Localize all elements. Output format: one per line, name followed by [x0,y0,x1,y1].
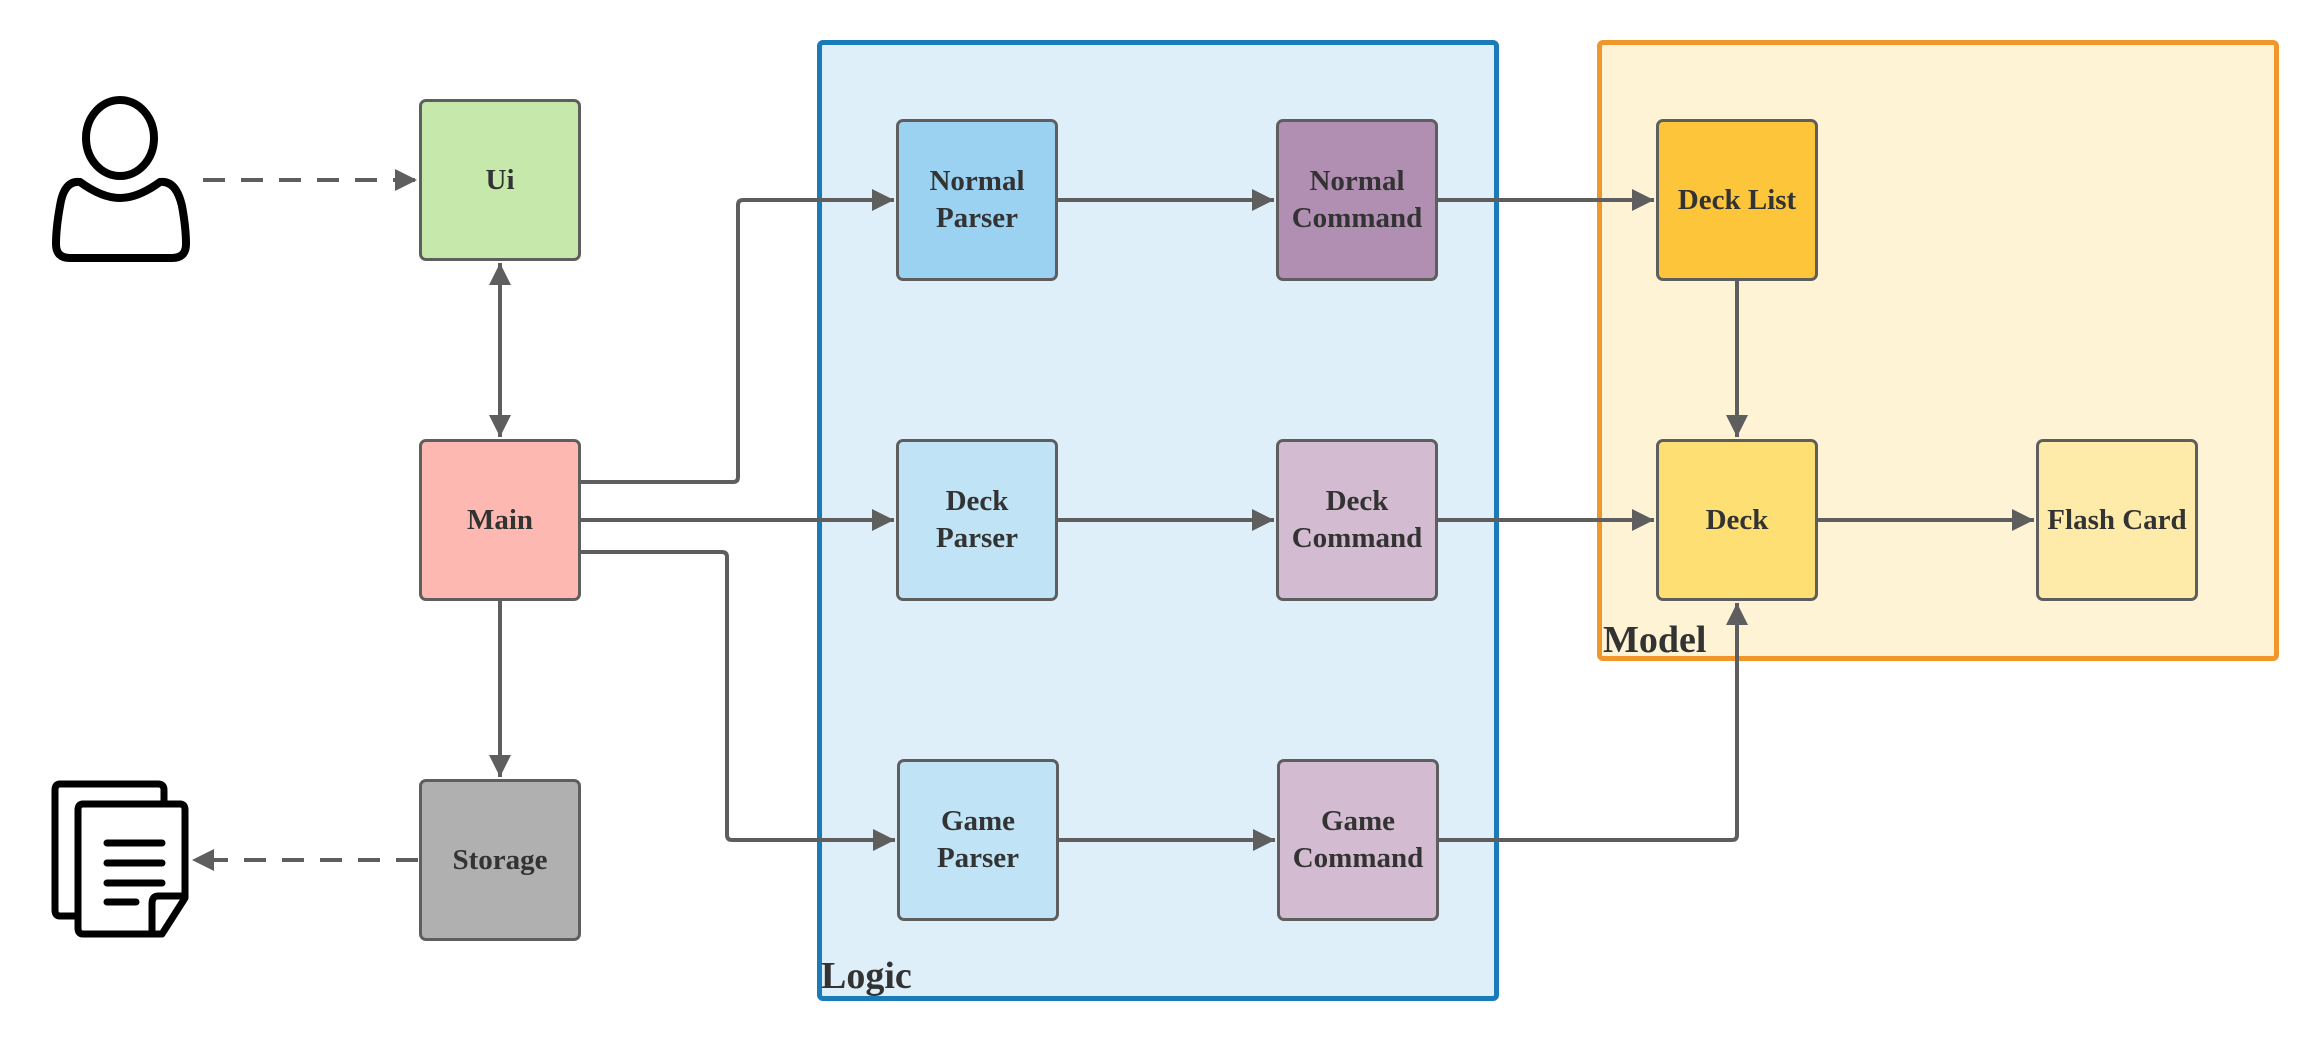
node-ui-label: Ui [485,163,515,196]
node-deck-parser[interactable]: Deck Parser [896,439,1058,601]
node-main[interactable]: Main [419,439,581,601]
node-game-parser-label: Game Parser [936,805,1020,874]
node-flash-card-label: Flash Card [2047,503,2187,536]
node-deck-command-label: Deck Command [1291,485,1423,554]
node-deck-label: Deck [1705,503,1769,536]
node-game-command[interactable]: Game Command [1277,759,1439,921]
node-deck-list-label: Deck List [1677,183,1797,216]
node-storage-label: Storage [452,843,548,876]
node-normal-command-label: Normal Command [1291,165,1423,234]
node-deck-command[interactable]: Deck Command [1276,439,1438,601]
logic-container-label: Logic [821,955,912,997]
node-deck-parser-label: Deck Parser [935,485,1019,554]
user-icon [52,96,190,262]
node-normal-command[interactable]: Normal Command [1276,119,1438,281]
node-deck-list[interactable]: Deck List [1656,119,1818,281]
node-flash-card[interactable]: Flash Card [2036,439,2198,601]
node-game-parser[interactable]: Game Parser [897,759,1059,921]
node-game-command-label: Game Command [1292,805,1424,874]
documents-icon [51,780,189,938]
node-main-label: Main [466,503,534,536]
node-normal-parser[interactable]: Normal Parser [896,119,1058,281]
node-deck[interactable]: Deck [1656,439,1818,601]
node-ui[interactable]: Ui [419,99,581,261]
model-container-label: Model [1603,619,1707,661]
node-storage[interactable]: Storage [419,779,581,941]
node-normal-parser-label: Normal Parser [929,165,1025,234]
